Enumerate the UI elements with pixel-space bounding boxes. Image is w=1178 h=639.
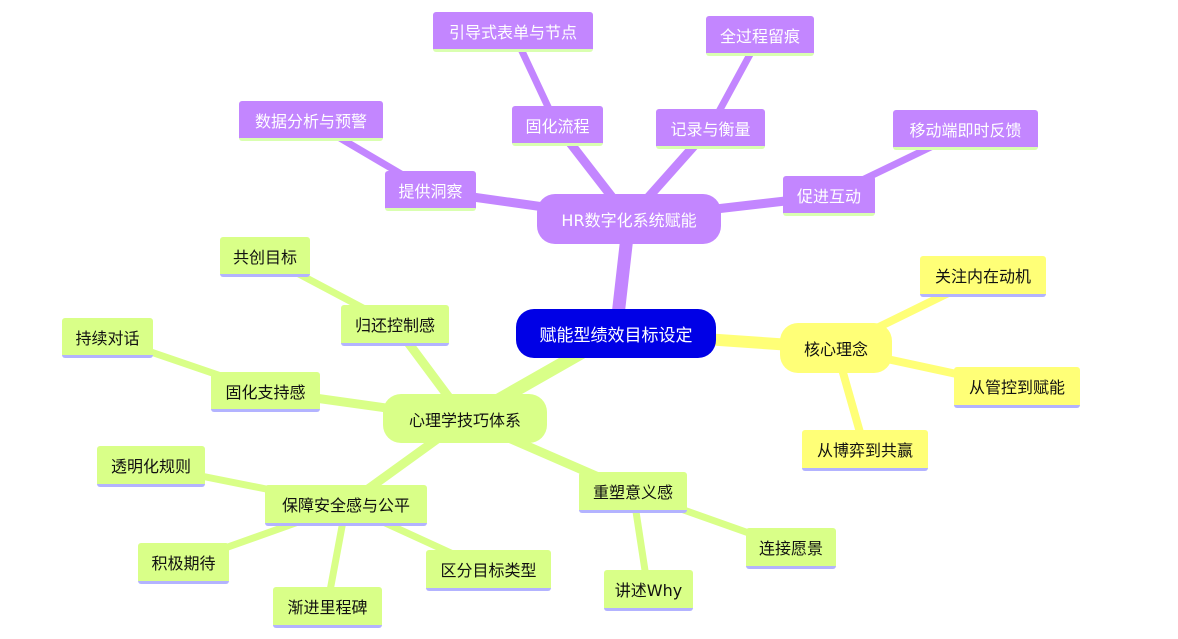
node-tell-why[interactable]: 讲述Why [604,570,693,611]
node-positive-expectation[interactable]: 积极期待 [138,543,229,584]
node-control-to-empower[interactable]: 从管控到赋能 [954,367,1080,408]
node-milestones[interactable]: 渐进里程碑 [273,587,382,628]
node-win-win[interactable]: 从博弈到共赢 [802,430,928,471]
node-transparent-rules[interactable]: 透明化规则 [97,446,205,487]
node-meaning[interactable]: 重塑意义感 [579,472,687,513]
node-insight[interactable]: 提供洞察 [385,171,476,211]
node-vision[interactable]: 连接愿景 [746,528,836,569]
node-control[interactable]: 归还控制感 [341,305,449,346]
branch-hr-digital[interactable]: HR数字化系统赋能 [537,194,721,244]
node-safety-fairness[interactable]: 保障安全感与公平 [265,485,427,526]
node-guided-forms[interactable]: 引导式表单与节点 [433,12,593,52]
node-co-create[interactable]: 共创目标 [220,237,310,277]
node-data-analysis[interactable]: 数据分析与预警 [239,101,383,141]
node-mobile-feedback[interactable]: 移动端即时反馈 [893,110,1038,150]
node-interaction[interactable]: 促进互动 [783,176,875,216]
node-dialogue[interactable]: 持续对话 [62,318,153,358]
branch-psych[interactable]: 心理学技巧体系 [383,394,547,443]
branch-core[interactable]: 核心理念 [780,323,892,373]
node-goal-types[interactable]: 区分目标类型 [426,550,551,591]
root-node[interactable]: 赋能型绩效目标设定 [516,309,716,358]
node-process[interactable]: 固化流程 [512,106,603,146]
node-trace[interactable]: 全过程留痕 [706,16,814,56]
node-support[interactable]: 固化支持感 [211,372,320,412]
node-intrinsic[interactable]: 关注内在动机 [920,256,1046,297]
node-record[interactable]: 记录与衡量 [656,109,765,149]
